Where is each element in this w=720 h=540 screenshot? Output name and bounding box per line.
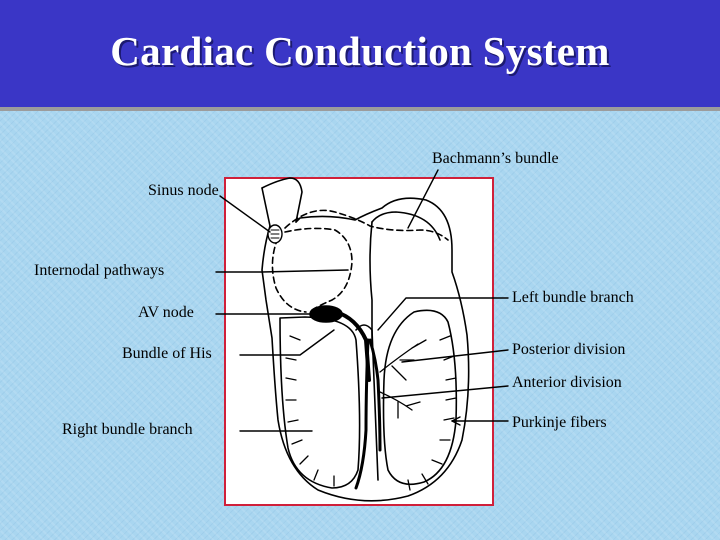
heart-outline	[261, 177, 470, 502]
label-anterior-division: Anterior division	[512, 374, 622, 391]
sinus-node	[267, 224, 283, 244]
internodal-pathways	[271, 209, 449, 313]
label-bachmanns-bundle: Bachmann’s bundle	[432, 150, 559, 167]
label-purkinje-fibers: Purkinje fibers	[512, 414, 607, 431]
label-left-bundle-branch: Left bundle branch	[512, 289, 634, 306]
title-bar	[0, 0, 720, 107]
slide-title: Cardiac Conduction System	[110, 28, 610, 74]
label-av-node: AV node	[138, 304, 194, 321]
purkinje-fibers	[285, 335, 457, 491]
bundle-branches	[334, 310, 382, 490]
label-sinus-node: Sinus node	[148, 182, 219, 199]
label-internodal-pathways: Internodal pathways	[34, 262, 165, 279]
title-divider	[0, 107, 720, 111]
label-posterior-division: Posterior division	[512, 341, 626, 358]
label-right-bundle-branch: Right bundle branch	[62, 421, 193, 438]
label-bundle-of-his: Bundle of His	[122, 345, 212, 362]
leader-lines	[215, 169, 509, 432]
